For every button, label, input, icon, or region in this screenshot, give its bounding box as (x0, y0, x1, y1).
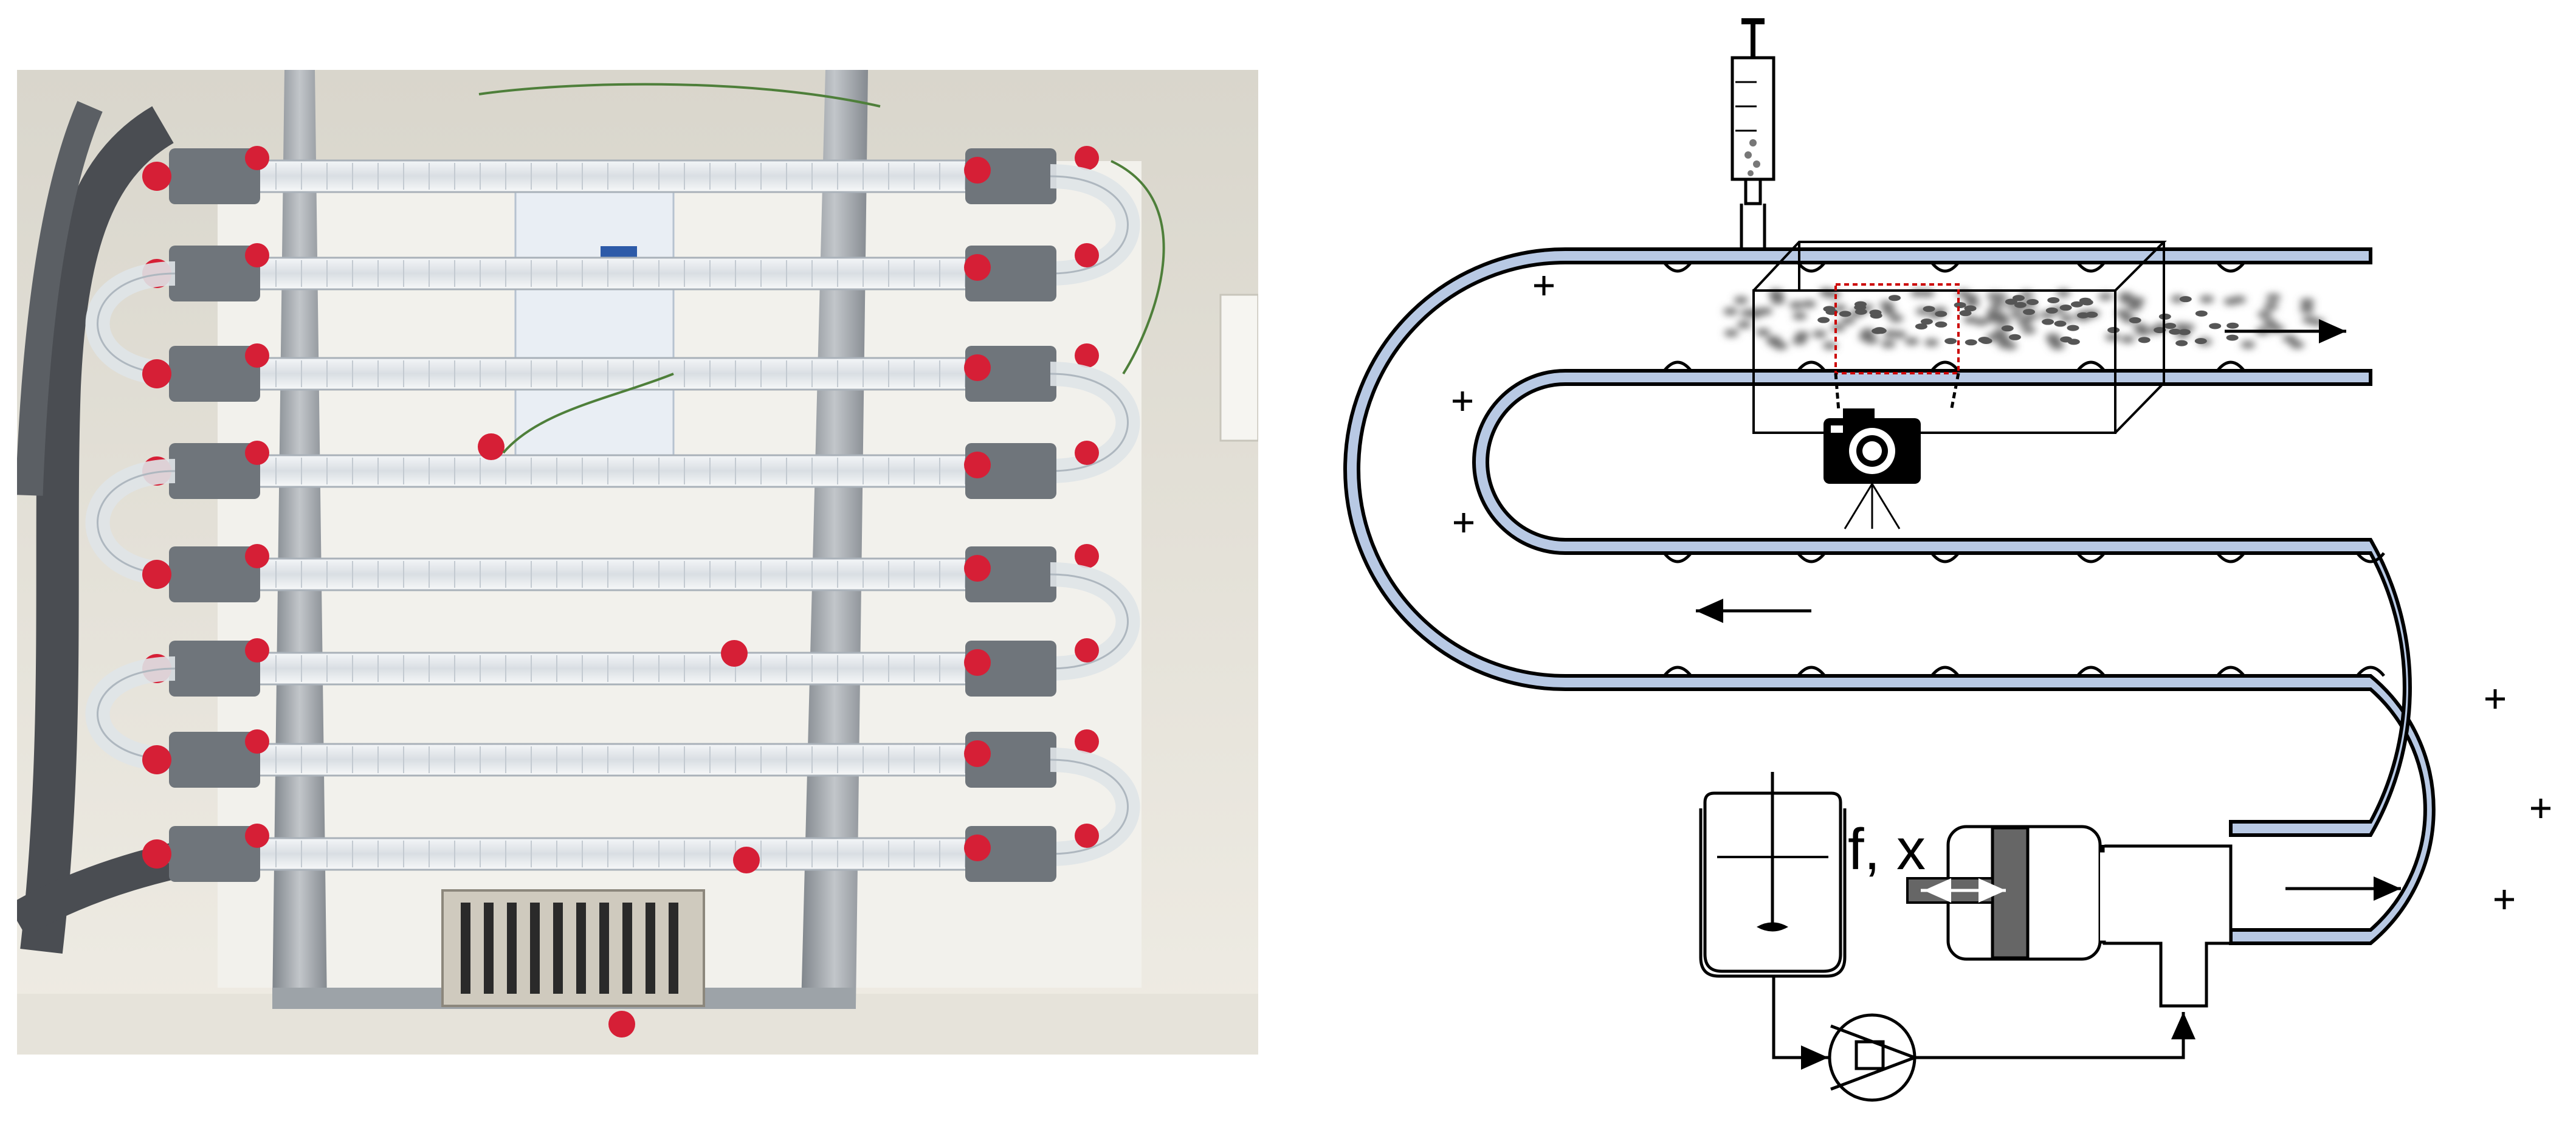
red-cap (964, 254, 991, 281)
red-cap (964, 835, 991, 861)
red-cap (964, 157, 991, 184)
red-cap (964, 354, 991, 381)
glass-tube-row (142, 824, 1099, 882)
red-cap (964, 740, 991, 767)
red-cap (245, 243, 269, 267)
glass-tube-row (142, 146, 1140, 286)
red-cap (245, 441, 269, 465)
red-cap (1075, 343, 1099, 368)
glass-tube-row (85, 441, 1099, 587)
red-cap (608, 1011, 635, 1038)
tube-wall-inner (1472, 369, 2412, 837)
red-cap (142, 359, 171, 388)
red-cap (1075, 243, 1099, 267)
red-cap (721, 640, 748, 667)
red-cap (1075, 146, 1099, 170)
red-cap (1075, 638, 1099, 663)
red-cap (1075, 544, 1099, 568)
syringe-icon (1731, 18, 1775, 249)
tube-rows (85, 146, 1140, 1038)
roi-box (1834, 283, 1960, 374)
red-cap (964, 649, 991, 676)
reactor-schematic: f, x (1343, 18, 2550, 1102)
stirrer-icon (1699, 772, 1847, 978)
glass-tube-row (85, 243, 1099, 386)
piston-icon (1906, 825, 2102, 961)
red-cap (478, 433, 505, 460)
red-cap (245, 638, 269, 663)
red-cap (245, 146, 269, 170)
red-cap (1075, 729, 1099, 754)
red-cap (964, 555, 991, 582)
glass-tube-row (85, 638, 1099, 772)
camera-icon (1824, 408, 1921, 529)
red-cap (245, 729, 269, 754)
glass-tube-row (142, 343, 1140, 483)
red-cap (964, 452, 991, 478)
imaging-box (1752, 241, 2167, 434)
red-cap (245, 824, 269, 848)
oscillator-unit (1699, 772, 2233, 1102)
red-cap (1075, 441, 1099, 465)
red-cap (142, 839, 171, 869)
device-label (514, 190, 675, 460)
glass-tube-row (142, 729, 1140, 866)
reactor-photo (17, 70, 1258, 1055)
hose-left (20, 106, 174, 954)
red-cap (142, 745, 171, 774)
red-cap (1075, 824, 1099, 848)
glass-tube-row (142, 544, 1140, 681)
red-cap (733, 847, 760, 873)
red-cap (142, 162, 171, 191)
red-cap (142, 560, 171, 589)
force-displacement-label: f, x (1848, 817, 1926, 882)
heater-grill (441, 889, 705, 1007)
red-cap (245, 343, 269, 368)
red-cap (245, 544, 269, 568)
pump-icon (1828, 1013, 1920, 1102)
